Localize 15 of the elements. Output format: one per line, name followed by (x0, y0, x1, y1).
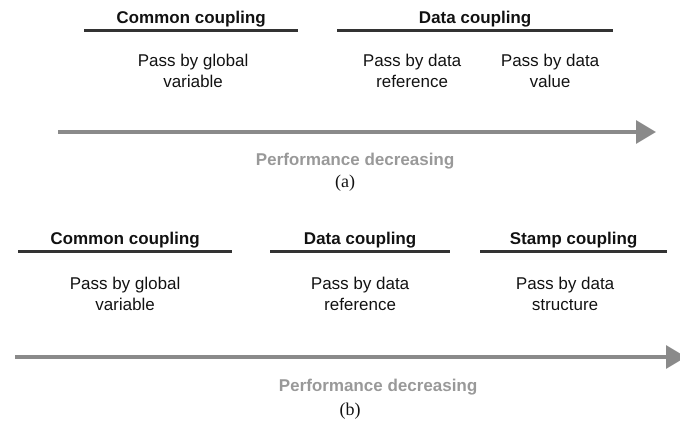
description-text: Pass by data reference (362, 50, 462, 92)
axis-label: Performance decreasing (278, 376, 478, 396)
description-text: Pass by data value (500, 50, 600, 92)
heading: Stamp coupling (480, 229, 667, 253)
heading: Common coupling (18, 229, 232, 253)
axis-label: Performance decreasing (254, 150, 456, 170)
description-text: Pass by global variable (136, 50, 250, 92)
heading: Data coupling (337, 8, 613, 32)
heading: Common coupling (84, 8, 298, 32)
description-text: Pass by global variable (68, 273, 182, 315)
description-text: Pass by data structure (514, 273, 616, 315)
panel-caption: (a) (334, 171, 356, 191)
panel-caption: (b) (338, 399, 362, 419)
description-text: Pass by data reference (310, 273, 410, 315)
heading: Data coupling (270, 229, 450, 253)
